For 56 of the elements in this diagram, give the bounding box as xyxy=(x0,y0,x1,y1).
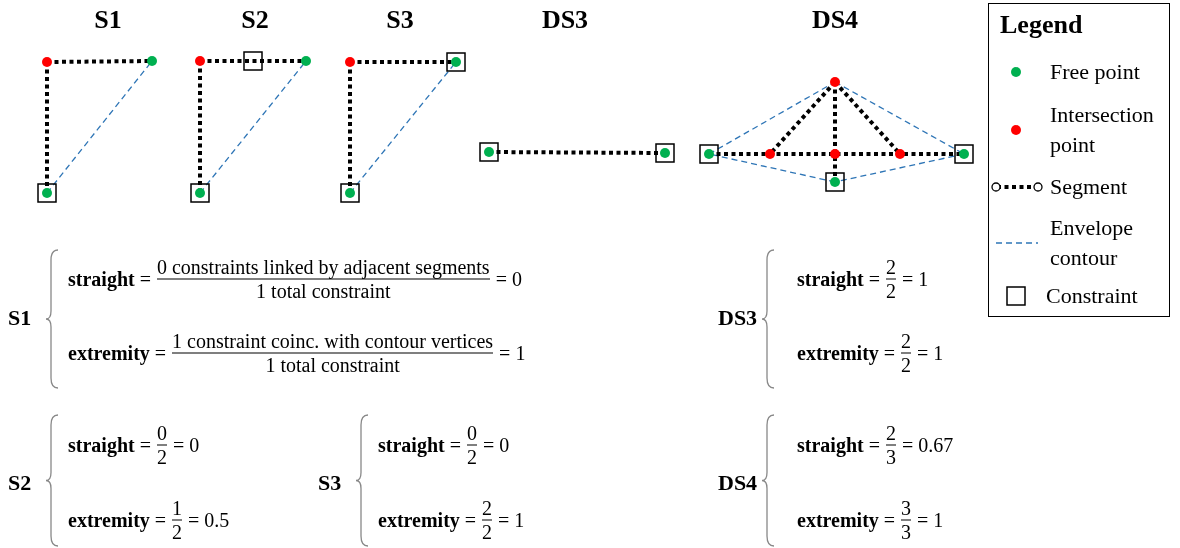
formula-set-label: S3 xyxy=(318,470,342,496)
formula-result: = 0.5 xyxy=(188,508,230,532)
fraction-numerator: 2 xyxy=(885,255,896,279)
fraction-numerator: 0 constraints linked by adjacent segments xyxy=(156,255,490,279)
fraction-numerator: 1 constraint coinc. with contour vertices xyxy=(172,329,494,353)
formula-result: = 1 xyxy=(917,508,944,532)
formula-result: = 0 xyxy=(495,267,522,291)
formula-term: extremity = xyxy=(797,341,896,365)
fraction-denominator: 2 xyxy=(482,520,493,544)
fraction-denominator: 3 xyxy=(885,445,896,469)
formula-result: = 0 xyxy=(172,433,200,457)
formula-result: = 0.67 xyxy=(901,433,954,457)
diagram-heading: S1 xyxy=(94,5,122,35)
formula-result: = 1 xyxy=(901,267,929,291)
legend-text: Envelope contour xyxy=(1050,214,1135,272)
fraction-numerator: 2 xyxy=(482,496,493,520)
formula-term: extremity = xyxy=(68,508,167,532)
formula-term: extremity = xyxy=(797,508,896,532)
diagram-heading: S3 xyxy=(386,5,414,35)
legend-text: Intersection point xyxy=(1050,101,1155,159)
formula-term: straight = xyxy=(797,433,880,457)
formula-term: straight = xyxy=(68,267,151,291)
fraction-numerator: 0 xyxy=(466,421,477,445)
fraction-denominator: 1 total constraint xyxy=(256,279,391,303)
formula-set-label: DS3 xyxy=(718,305,758,331)
fraction-numerator: 2 xyxy=(885,421,896,445)
fraction-denominator: 3 xyxy=(901,520,912,544)
fraction-numerator: 0 xyxy=(156,421,167,445)
formula-term: extremity = xyxy=(68,341,167,365)
fraction-denominator: 2 xyxy=(901,353,912,377)
formula-term: straight = xyxy=(797,267,880,291)
formula-result: = 1 xyxy=(499,341,526,365)
fraction-denominator: 1 total constraint xyxy=(265,353,400,377)
formula-term: straight = xyxy=(68,433,151,457)
legend-title: Legend xyxy=(1000,10,1083,40)
legend-text: Segment xyxy=(1050,173,1128,202)
fraction-numerator: 2 xyxy=(901,329,912,353)
legend-text: Constraint xyxy=(1046,282,1139,311)
formula-result: = 0 xyxy=(482,433,510,457)
fraction-numerator: 1 xyxy=(172,496,183,520)
diagram-heading: DS4 xyxy=(811,5,859,35)
formula-set-label: DS4 xyxy=(718,470,758,496)
diagram-heading: S2 xyxy=(241,5,269,35)
formula-set-label: S1 xyxy=(8,305,32,331)
fraction-denominator: 2 xyxy=(172,520,183,544)
legend-text: Free point xyxy=(1050,58,1141,87)
formula-term: straight = xyxy=(378,433,461,457)
fraction-denominator: 2 xyxy=(885,279,896,303)
fraction-numerator: 3 xyxy=(901,496,912,520)
diagram-heading: DS3 xyxy=(541,5,589,35)
formula-term: extremity = xyxy=(378,508,477,532)
fraction-denominator: 2 xyxy=(156,445,167,469)
fraction-denominator: 2 xyxy=(466,445,477,469)
formula-result: = 1 xyxy=(498,508,525,532)
formula-result: = 1 xyxy=(917,341,944,365)
formula-set-label: S2 xyxy=(8,470,32,496)
